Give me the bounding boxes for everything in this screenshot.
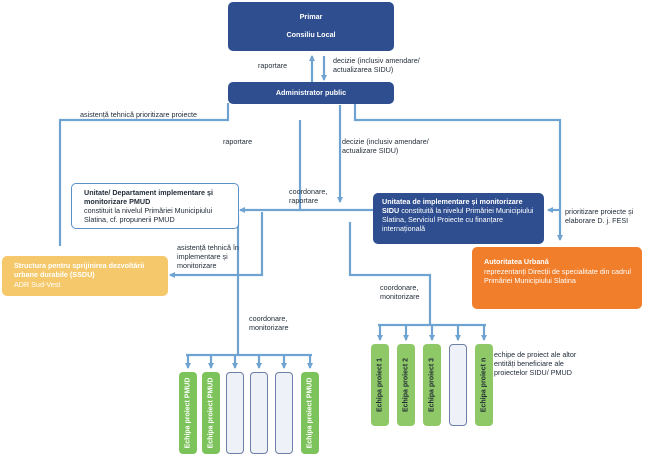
pmud-team-1: Echipa proiect PMUD	[179, 372, 197, 454]
label-coord-monit-right: coordonare, monitorizare	[380, 283, 420, 301]
primar-box: Primar Consiliu Local	[228, 2, 394, 51]
sidu-text: Unitatea de implementare și monitorizare…	[382, 197, 540, 233]
pmud-team-label: Echipa proiect PMUD	[184, 377, 192, 449]
sidu-team-label: Echipa proiect n	[480, 357, 488, 413]
consiliu-label: Consiliu Local	[286, 30, 336, 39]
line-admin-to-autoritatea	[353, 103, 563, 241]
label-echipe-note: echipe de proiect ale altor entități ben…	[494, 350, 577, 377]
sidu-title: Unitatea de implementare și monitorizare…	[382, 197, 523, 215]
label-asistenta-prioritizare: asistență tehnică prioritizare proiecte	[80, 110, 198, 119]
label-prioritizare-fesi: prioritizare proiecte și elaborare D. j.…	[565, 207, 634, 225]
pmud-team-4	[250, 372, 268, 454]
administrator-label: Administrator public	[275, 88, 347, 97]
sidu-team-label: Echipa proiect 1	[376, 357, 384, 413]
ssdu-box: Structura pentru sprijinirea dezvoltării…	[2, 256, 168, 296]
line-sidu-to-teams	[348, 222, 432, 325]
ssdu-title: Structura pentru sprijinirea dezvoltării…	[14, 261, 145, 279]
autoritatea-title: Autoritatea Urbană	[484, 257, 549, 266]
administrator-box: Administrator public	[228, 82, 394, 104]
pmud-team-6: Echipa proiect PMUD	[301, 372, 319, 454]
label-asistenta-impl: asistență tehnică în implementare și mon…	[177, 243, 239, 270]
label-coord-raport: coordonare, raportare	[289, 187, 328, 205]
autoritatea-body: reprezentanți Direcții de specialitate d…	[484, 267, 632, 285]
sidu-team-label: Echipa proiect 3	[428, 357, 436, 413]
arrow-pmud-to-ssdu	[169, 212, 264, 278]
primar-label: Primar	[299, 12, 323, 21]
pmud-team-label: Echipa proiect PMUD	[207, 377, 215, 449]
pmud-team-2: Echipa proiect PMUD	[202, 372, 220, 454]
sidu-team-4	[449, 344, 467, 426]
sidu-body: constituită la nivelul Primăriei Municip…	[382, 206, 534, 233]
sidu-team-label: Echipa proiect 2	[402, 357, 410, 413]
pmud-team-5	[275, 372, 293, 454]
sidu-team-5: Echipa proiect n	[475, 344, 493, 426]
pmud-title: Unitate/ Departament implementare și mon…	[84, 188, 214, 206]
pmud-body: constituit la nivelul Primăriei Municipi…	[84, 206, 213, 224]
autoritatea-box: Autoritatea Urbană reprezentanți Direcți…	[472, 247, 642, 309]
label-decizie-top: decizie (inclusiv amendare/ actualizarea…	[333, 56, 420, 74]
pmud-team-3	[226, 372, 244, 454]
label-raportare-top: raportare	[258, 61, 288, 70]
line-ssdu-to-admin	[58, 103, 230, 246]
sidu-box: Unitatea de implementare și monitorizare…	[373, 193, 544, 244]
label-raportare-mid: raportare	[223, 137, 253, 146]
pmud-box: Unitate/ Departament implementare și mon…	[71, 183, 239, 229]
label-coord-monit-left: coordonare, monitorizare	[249, 314, 289, 332]
ssdu-body: ADR Sud-Vest	[14, 280, 61, 289]
pmud-team-label: Echipa proiect PMUD	[306, 377, 314, 449]
sidu-team-1: Echipa proiect 1	[371, 344, 389, 426]
sidu-team-2: Echipa proiect 2	[397, 344, 415, 426]
label-decizie-mid: decizie (inclusiv amendare/ actualizare …	[342, 137, 429, 155]
sidu-team-3: Echipa proiect 3	[423, 344, 441, 426]
